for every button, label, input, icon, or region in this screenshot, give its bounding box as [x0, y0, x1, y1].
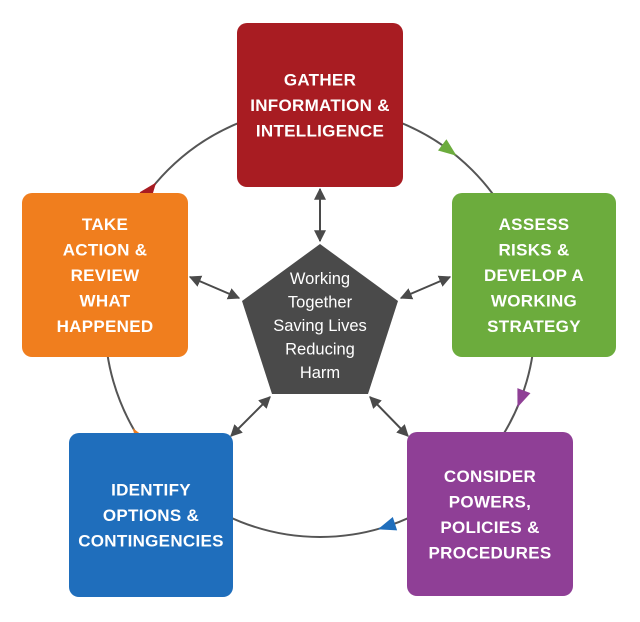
step-gather-box	[237, 23, 403, 187]
step-boxes: GATHER INFORMATION & INTELLIGENCE ASSESS RIS…	[22, 23, 616, 597]
step-assess-label-line: WORKING	[491, 292, 577, 311]
center-text-line: Harm	[300, 364, 340, 382]
step-consider: CONSIDER POWERS, POLICIES & PROCEDURES	[407, 432, 573, 596]
center-pentagon	[242, 244, 398, 394]
step-identify-label-line: CONTINGENCIES	[78, 532, 224, 551]
step-take-action-label-line: ACTION &	[63, 241, 148, 260]
arrow-to-assess-icon	[437, 139, 457, 156]
step-assess-label-line: DEVELOP A	[484, 266, 584, 285]
step-identify-label-line: IDENTIFY	[111, 481, 191, 500]
connector-assess-arrow	[399, 275, 452, 300]
step-identify-label-line: OPTIONS &	[103, 506, 199, 525]
connector-take-action-arrow	[188, 275, 241, 300]
step-consider-label-line: POWERS,	[449, 492, 531, 511]
step-take-action-label-line: HAPPENED	[57, 317, 154, 336]
step-identify: IDENTIFY OPTIONS & CONTINGENCIES	[69, 433, 233, 597]
arrow-to-identify-icon	[377, 517, 398, 531]
step-take-action-label-line: TAKE	[82, 215, 128, 234]
center-text-line: Saving Lives	[273, 317, 367, 335]
step-gather: GATHER INFORMATION & INTELLIGENCE	[237, 23, 403, 187]
connector-consider-arrow	[369, 396, 409, 437]
arrow-to-gather-icon	[139, 182, 157, 202]
center-connectors	[188, 187, 452, 437]
step-gather-label-line: INFORMATION &	[250, 96, 390, 115]
step-take-action-label-line: REVIEW	[71, 266, 141, 285]
step-assess-label-line: STRATEGY	[487, 317, 581, 336]
step-consider-label-line: CONSIDER	[444, 467, 536, 486]
step-consider-label-line: POLICIES &	[440, 518, 539, 537]
step-identify-box	[69, 433, 233, 597]
step-consider-label-line: PROCEDURES	[429, 543, 552, 562]
step-assess-label-line: ASSESS	[499, 215, 570, 234]
step-gather-label-line: INTELLIGENCE	[256, 122, 384, 141]
step-consider-box	[407, 432, 573, 596]
connector-identify-arrow	[230, 396, 271, 437]
step-assess-box	[452, 193, 616, 357]
step-take-action-box	[22, 193, 188, 357]
step-take-action: TAKE ACTION & REVIEW WHAT HAPPENED	[22, 193, 188, 357]
arrow-to-consider-icon	[517, 388, 531, 408]
center-text-line: Working	[290, 270, 350, 288]
center-text-line: Together	[288, 294, 353, 312]
center-text-line: Reducing	[285, 341, 355, 359]
step-assess: ASSESS RISKS & DEVELOP A WORKING STRATEGY	[452, 193, 616, 357]
step-take-action-label-line: WHAT	[80, 292, 131, 311]
step-gather-label-line: GATHER	[284, 71, 356, 90]
step-assess-label-line: RISKS &	[498, 241, 569, 260]
